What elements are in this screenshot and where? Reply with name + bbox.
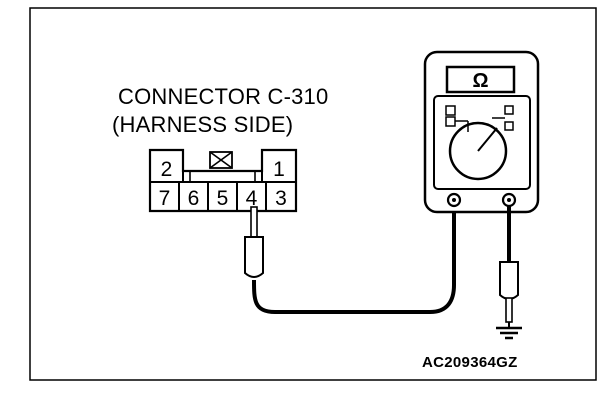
x-box-icon [209,151,233,169]
ground-icon [496,322,522,340]
pin-label-1: 1 [273,158,285,181]
connector-title: CONNECTOR C-310 [118,84,329,109]
pin-label-4: 4 [246,187,258,210]
meter-range-mark [445,116,456,127]
pin-label-5: 5 [217,187,229,210]
multimeter: Ω [423,50,540,214]
meter-range-mark [445,105,456,116]
pin-label-7: 7 [159,187,171,210]
meter-range-mark [504,105,514,115]
connector-c310: 2 1 7 6 5 4 3 [148,148,298,213]
meter-display [445,65,516,94]
connector-subtitle: (HARNESS SIDE) [112,112,294,137]
ground-probe [499,261,519,323]
meter-jack-com-core [452,198,456,202]
pin-label-6: 6 [188,187,200,210]
figure-frame [29,7,597,381]
pin-label-2: 2 [161,158,173,181]
meter-jack-v-core [507,198,511,202]
meter-ohm-symbol: Ω [472,70,488,92]
figure-id: AC209364GZ [422,354,518,371]
meter-range-mark [504,121,514,131]
test-lead-wire [252,205,456,314]
pin-label-3: 3 [275,187,287,210]
meter-dial-pointer [477,127,498,152]
connector-latch [183,150,191,158]
test-probe-icon [244,206,264,278]
